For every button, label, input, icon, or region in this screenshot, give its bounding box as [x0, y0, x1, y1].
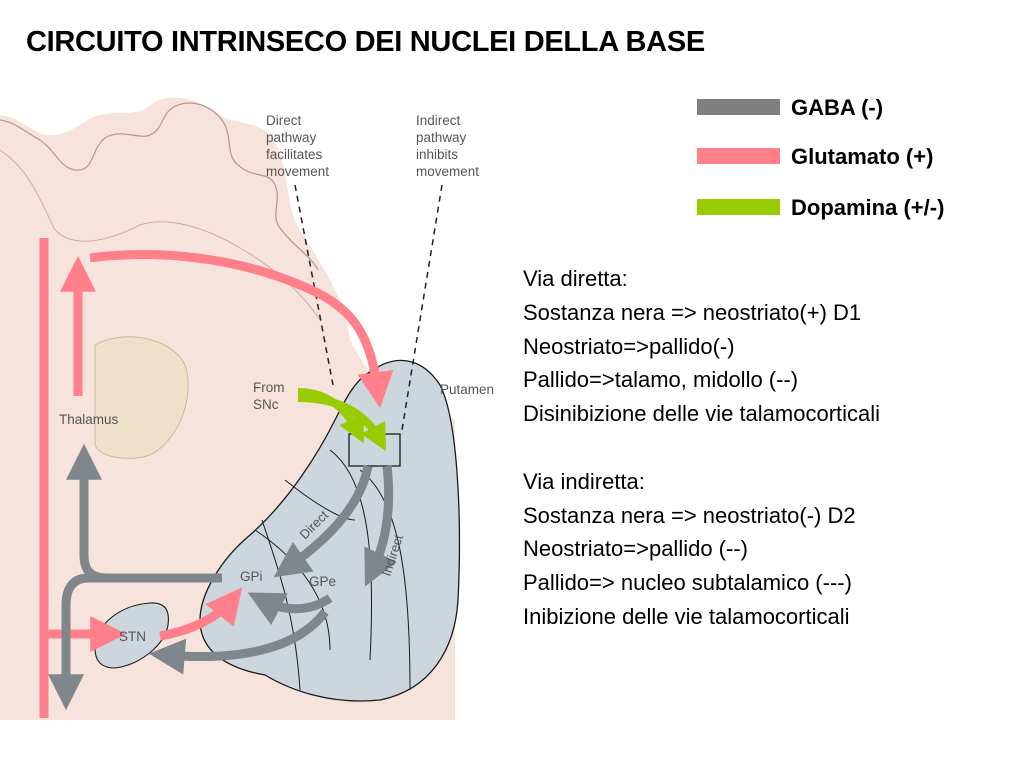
direct-pathway-label: Direct pathway facilitates movement	[266, 113, 329, 179]
direct-heading: Via diretta:	[523, 266, 628, 291]
direct-line: Neostriato=>pallido(-)	[523, 333, 735, 359]
stn-to-gpi-arrow	[159, 587, 243, 641]
dopamina-swatch	[697, 199, 780, 215]
dopamine-arrow-indirect	[297, 394, 387, 452]
direct-guide-line	[294, 184, 334, 386]
indirect-line: Pallido=> nucleo subtalamico (---)	[523, 570, 852, 596]
legend-label-dopamina: Dopamina (+/-)	[791, 195, 945, 220]
notes-spacer	[523, 431, 880, 465]
cortex-folds	[0, 102, 319, 271]
striatum-divisions	[254, 449, 411, 691]
direct-line: Pallido=>talamo, midollo (--)	[523, 367, 799, 393]
putamen-label: Putamen	[440, 382, 494, 397]
gaba-swatch	[697, 99, 780, 115]
cortex-surface	[0, 149, 321, 321]
legend-label-gaba: GABA (-)	[791, 95, 884, 120]
thalamus-region	[94, 336, 189, 459]
indirect-heading: Via indiretta:	[523, 468, 645, 494]
cortex-to-putamen-arrow	[89, 250, 394, 409]
indirect-line: Sostanza nera => neostriato(-) D2	[523, 502, 856, 528]
gpe-to-stn-arrow	[148, 609, 329, 675]
indirect-pathway-arrow	[364, 465, 397, 587]
gpe-to-gpi-arrow	[247, 592, 333, 626]
gpe-label: GPe	[309, 574, 336, 589]
from-snc-label: From SNc	[253, 380, 288, 412]
stn-label: STN	[119, 629, 146, 644]
direct-pathway-arrow	[273, 465, 373, 578]
indirect-guide-line	[401, 184, 443, 431]
direct-line: Sostanza nera => neostriato(+) D1	[523, 299, 862, 325]
indirect-line: Neostriato=>pallido (--)	[523, 536, 748, 562]
legend-label-glutamato: Glutamato (+)	[791, 144, 934, 169]
gpi-label: GPi	[240, 569, 263, 584]
indirect-pathway-label: Indirect pathway inhibits movement	[416, 113, 479, 179]
glutamato-swatch	[697, 148, 780, 164]
indirect-line: Inibizione delle vie talamocorticali	[523, 603, 850, 629]
thalamus-label: Thalamus	[59, 412, 119, 427]
pathway-notes: Via diretta: Sostanza nera => neostriato…	[523, 262, 880, 634]
page-title: CIRCUITO INTRINSECO DEI NUCLEI DELLA BAS…	[26, 26, 705, 58]
gpi-to-brainstem-arrow	[48, 573, 222, 711]
direct-line: Disinibizione delle vie talamocorticali	[523, 401, 881, 427]
